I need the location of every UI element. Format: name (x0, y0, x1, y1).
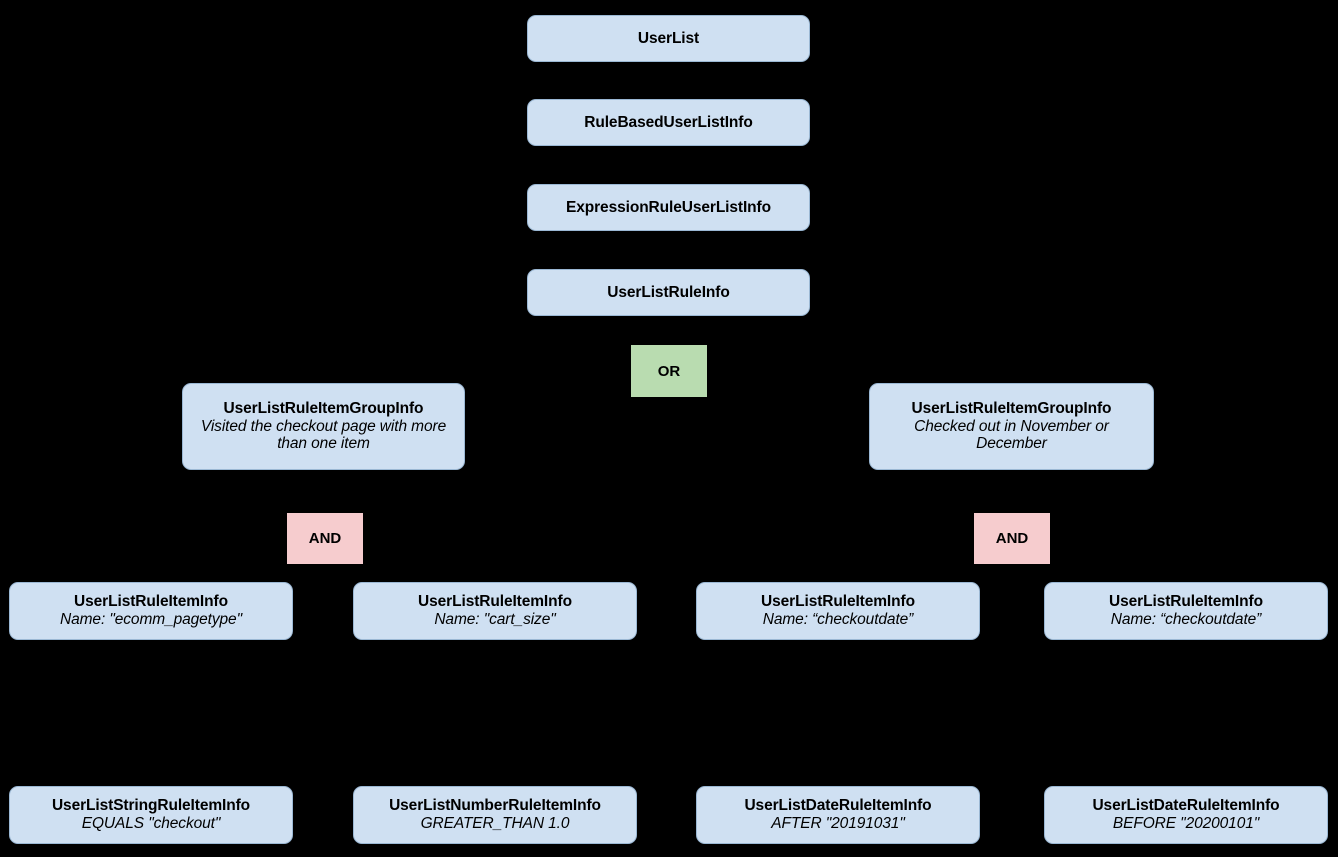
node-leaf-string-rule-item[interactable]: UserListStringRuleItemInfo EQUALS "check… (9, 786, 293, 844)
node-description: Name: “checkoutdate” (762, 611, 914, 628)
operator-label: AND (308, 530, 342, 547)
operator-label: OR (657, 362, 681, 380)
node-group-left[interactable]: UserListRuleItemGroupInfo Visited the ch… (182, 383, 465, 470)
node-description: Visited the checkout page with more than… (200, 417, 447, 453)
node-title: UserListNumberRuleItemInfo (389, 797, 601, 815)
node-title: UserListRuleItemGroupInfo (223, 399, 424, 417)
node-title: UserListRuleInfo (607, 283, 730, 301)
node-title: UserListRuleItemInfo (761, 593, 915, 611)
node-description: AFTER "20191031" (771, 815, 905, 832)
node-title: UserListDateRuleItemInfo (1092, 797, 1280, 815)
operator-and-left[interactable]: AND (287, 513, 363, 564)
node-description: GREATER_THAN 1.0 (420, 815, 570, 832)
node-description: Name: "ecomm_pagetype" (60, 611, 242, 628)
node-expression-rule-user-list-info[interactable]: ExpressionRuleUserListInfo (527, 184, 810, 231)
node-rule-based-user-list-info[interactable]: RuleBasedUserListInfo (527, 99, 810, 146)
operator-label: AND (995, 530, 1029, 547)
node-leaf-number-rule-item[interactable]: UserListNumberRuleItemInfo GREATER_THAN … (353, 786, 637, 844)
operator-or[interactable]: OR (631, 345, 707, 397)
node-rule-item-3[interactable]: UserListRuleItemInfo Name: “checkoutdate… (696, 582, 980, 640)
node-title: UserListStringRuleItemInfo (51, 797, 251, 815)
node-description: BEFORE "20200101" (1112, 815, 1260, 832)
node-title: UserListRuleItemInfo (418, 593, 572, 611)
node-rule-item-2[interactable]: UserListRuleItemInfo Name: "cart_size" (353, 582, 637, 640)
node-description: Name: "cart_size" (434, 611, 556, 628)
node-title: UserListRuleItemInfo (74, 593, 228, 611)
node-user-list[interactable]: UserList (527, 15, 810, 62)
node-leaf-date-rule-item-before[interactable]: UserListDateRuleItemInfo BEFORE "2020010… (1044, 786, 1328, 844)
node-rule-item-1[interactable]: UserListRuleItemInfo Name: "ecomm_pagety… (9, 582, 293, 640)
node-user-list-rule-info[interactable]: UserListRuleInfo (527, 269, 810, 316)
node-title: RuleBasedUserListInfo (584, 113, 753, 131)
node-group-right[interactable]: UserListRuleItemGroupInfo Checked out in… (869, 383, 1154, 470)
node-title: UserListDateRuleItemInfo (744, 797, 932, 815)
node-description: Checked out in November or December (914, 417, 1109, 453)
node-description: Name: “checkoutdate” (1110, 611, 1262, 628)
node-leaf-date-rule-item-after[interactable]: UserListDateRuleItemInfo AFTER "20191031… (696, 786, 980, 844)
node-rule-item-4[interactable]: UserListRuleItemInfo Name: “checkoutdate… (1044, 582, 1328, 640)
node-title: ExpressionRuleUserListInfo (566, 198, 771, 216)
node-description: EQUALS "checkout" (81, 815, 221, 832)
operator-and-right[interactable]: AND (974, 513, 1050, 564)
node-title: UserList (637, 29, 700, 47)
node-title: UserListRuleItemInfo (1109, 593, 1263, 611)
node-title: UserListRuleItemGroupInfo (911, 399, 1112, 417)
